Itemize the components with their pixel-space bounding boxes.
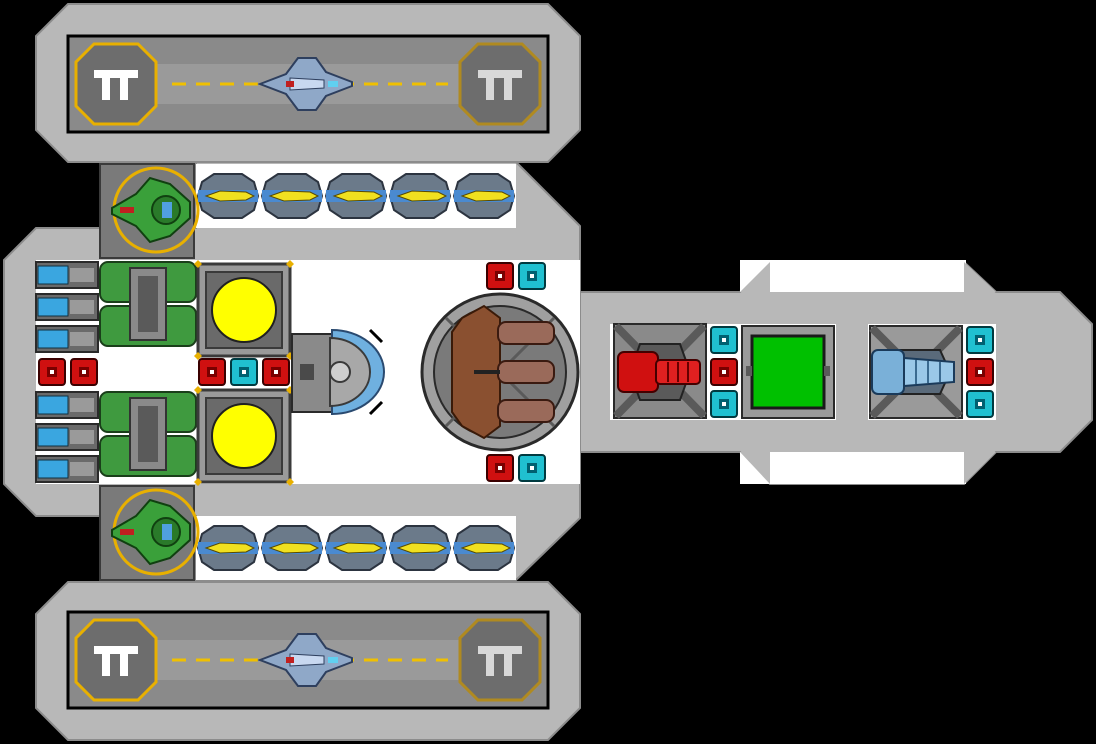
- cyan-node-icon[interactable]: [966, 390, 994, 418]
- cyan-node-icon[interactable]: [966, 326, 994, 354]
- hangar-top[interactable]: [66, 34, 550, 134]
- missile-icon[interactable]: [325, 173, 387, 219]
- missile-icon[interactable]: [197, 173, 259, 219]
- ion-engine[interactable]: [869, 325, 963, 419]
- landing-pad-icon: [458, 618, 542, 702]
- red-node-icon[interactable]: [262, 358, 290, 386]
- red-laser-cannon[interactable]: [613, 323, 707, 419]
- landing-pad-icon: [458, 42, 542, 126]
- hangar-bottom[interactable]: [66, 610, 550, 710]
- reactor-top[interactable]: [192, 258, 296, 362]
- missile-icon[interactable]: [197, 525, 259, 571]
- fuel-cell-icon[interactable]: [35, 261, 99, 289]
- launch-pad-icon: [74, 42, 158, 126]
- turret-barrel: [497, 360, 555, 384]
- red-node-icon[interactable]: [486, 262, 514, 290]
- red-node-icon[interactable]: [710, 358, 738, 386]
- missile-icon[interactable]: [453, 525, 515, 571]
- reactor-bottom[interactable]: [192, 384, 296, 488]
- fuel-cells-bottom[interactable]: [35, 391, 99, 483]
- missile-icon[interactable]: [389, 173, 451, 219]
- turret-barrel: [497, 399, 555, 423]
- main-turret[interactable]: [420, 292, 580, 452]
- fighter-bay-bottom[interactable]: [98, 484, 200, 582]
- console-screen[interactable]: [741, 325, 835, 419]
- turret-barrel: [497, 321, 555, 345]
- shield-dome[interactable]: [291, 328, 385, 416]
- red-node-icon[interactable]: [486, 454, 514, 482]
- missile-icon[interactable]: [261, 173, 323, 219]
- red-node-icon[interactable]: [198, 358, 226, 386]
- cyan-node-icon[interactable]: [518, 262, 546, 290]
- missile-icon[interactable]: [389, 525, 451, 571]
- cyan-node-icon[interactable]: [518, 454, 546, 482]
- fuel-cell-icon[interactable]: [35, 293, 99, 321]
- fuel-cell-icon[interactable]: [35, 325, 99, 353]
- missile-icon[interactable]: [325, 525, 387, 571]
- red-node-icon[interactable]: [966, 358, 994, 386]
- cyan-node-icon[interactable]: [710, 390, 738, 418]
- missile-rack-top[interactable]: [197, 173, 515, 219]
- fuel-cells-top[interactable]: [35, 261, 99, 353]
- fuel-cell-icon[interactable]: [35, 455, 99, 483]
- fighter-bay-top[interactable]: [98, 162, 200, 260]
- cyan-node-icon[interactable]: [230, 358, 258, 386]
- red-node-icon[interactable]: [38, 358, 66, 386]
- missile-icon[interactable]: [453, 173, 515, 219]
- missile-rack-bottom[interactable]: [197, 525, 515, 571]
- fuel-cell-icon[interactable]: [35, 391, 99, 419]
- missile-icon[interactable]: [261, 525, 323, 571]
- launch-pad-icon: [74, 618, 158, 702]
- cyan-node-icon[interactable]: [710, 326, 738, 354]
- fuel-cell-icon[interactable]: [35, 423, 99, 451]
- red-node-icon[interactable]: [70, 358, 98, 386]
